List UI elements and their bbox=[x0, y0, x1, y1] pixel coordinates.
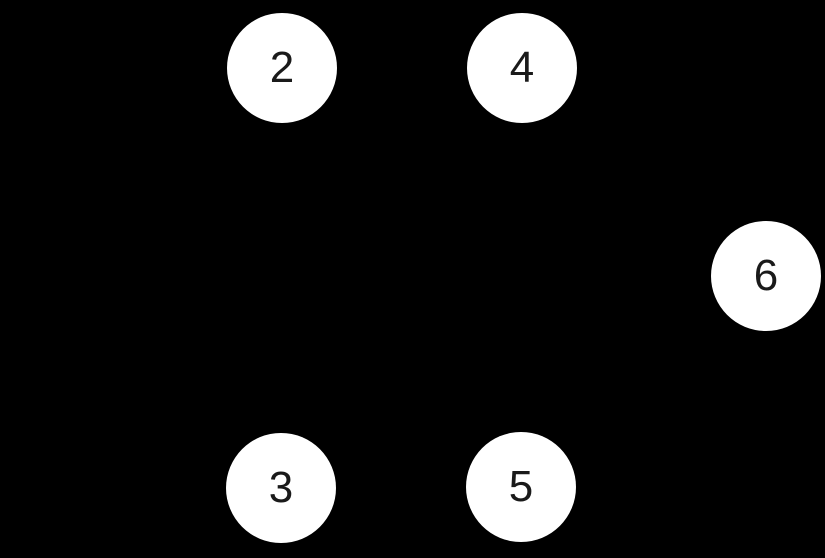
graph-node-label: 5 bbox=[508, 462, 534, 511]
graph-node-3: 3 bbox=[226, 433, 336, 543]
graph-node-4: 4 bbox=[467, 13, 577, 123]
graph-node-label: 3 bbox=[268, 463, 294, 512]
graph-node-label: 2 bbox=[269, 43, 295, 92]
graph-node-label: 4 bbox=[509, 43, 535, 92]
graph-node-6: 6 bbox=[711, 221, 821, 331]
graph-node-2: 2 bbox=[227, 13, 337, 123]
graph-node-label: 6 bbox=[753, 251, 779, 300]
graph-node-5: 5 bbox=[466, 432, 576, 542]
